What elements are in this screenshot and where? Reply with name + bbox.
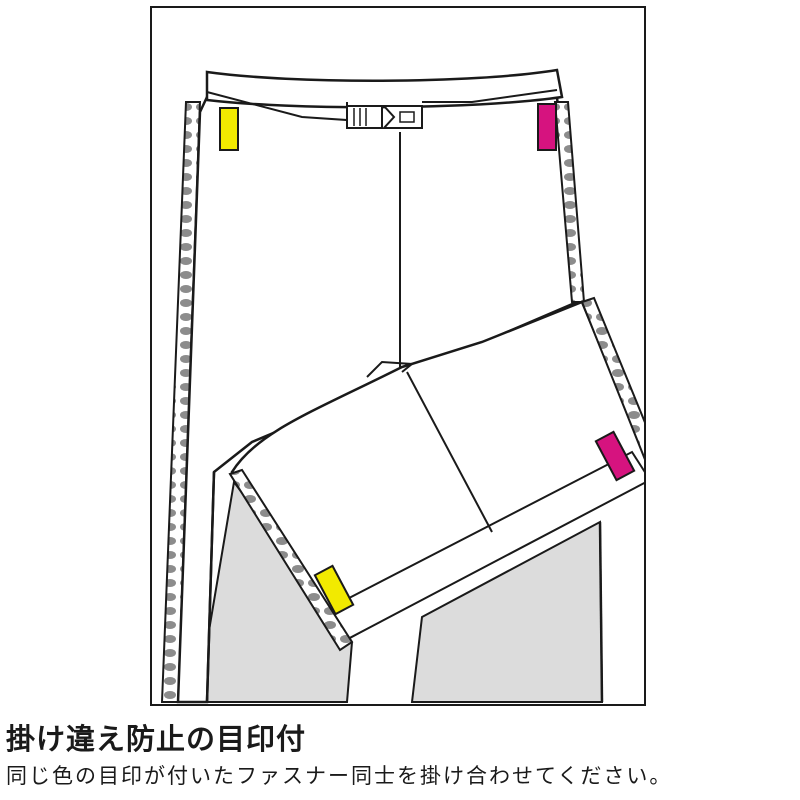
yellow-marker-icon	[219, 107, 239, 151]
waistband	[205, 68, 564, 109]
flap-zipper-left	[228, 468, 354, 652]
belt-buckle-icon	[346, 105, 423, 129]
caption-title: 掛け違え防止の目印付	[6, 722, 307, 756]
magenta-marker-icon	[537, 103, 557, 151]
opened-leg-flap	[230, 300, 644, 644]
flap-zipper-right	[580, 296, 644, 460]
right-leg-lower	[598, 521, 604, 703]
illustration-frame	[150, 6, 646, 706]
caption-body: 同じ色の目印が付いたファスナー同士を掛け合わせてください。	[6, 764, 673, 788]
rain-pants-illustration	[160, 68, 644, 704]
waist-belt-right	[422, 89, 558, 103]
left-leg-inner	[205, 471, 216, 703]
yellow-marker-icon	[313, 564, 355, 616]
magenta-marker-icon	[594, 430, 636, 482]
flap-seam	[406, 371, 493, 533]
flap-opening	[366, 360, 415, 378]
